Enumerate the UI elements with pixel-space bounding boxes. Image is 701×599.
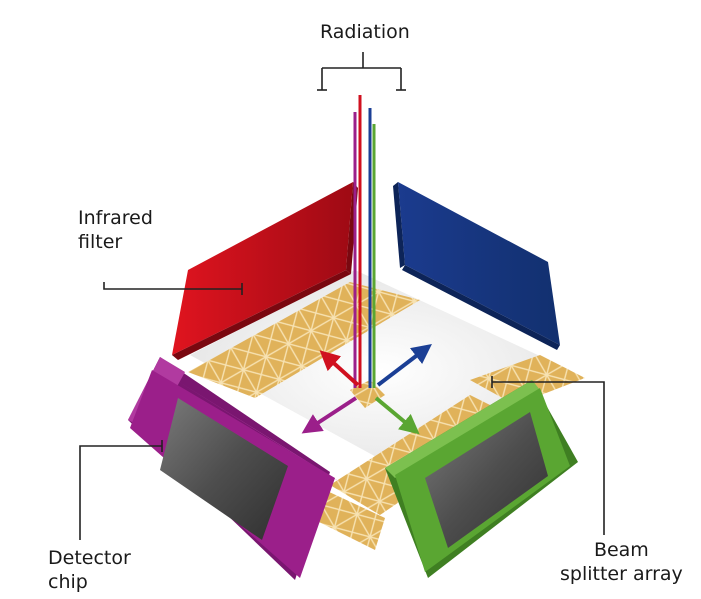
label-infrared-filter: Infrared filter: [78, 207, 153, 253]
label-beam-splitter: Beam splitter array: [560, 539, 683, 585]
detector-chip-housing: [128, 357, 345, 580]
arrow-green-icon: [374, 396, 420, 435]
label-detector-chip: Detector chip: [48, 547, 131, 593]
arrow-purple-icon: [301, 396, 358, 434]
label-radiation: Radiation: [320, 21, 410, 43]
green-detector-housing: [385, 380, 578, 578]
arrow-blue-icon: [376, 343, 432, 387]
blue-filter: [393, 182, 560, 350]
leader-detector-chip: [79, 440, 163, 540]
beam-splitter-row-back-left: [188, 282, 420, 398]
leader-beam-splitter: [491, 376, 605, 535]
detector-chip: [160, 398, 288, 540]
beam-splitter-row-bottom: [315, 490, 385, 550]
radiation-bracket: [317, 52, 406, 91]
beam-splitter-row-front-right: [470, 355, 585, 405]
green-detector-chip: [425, 412, 548, 548]
leader-infrared-filter: [103, 282, 243, 295]
arrow-red-icon: [319, 350, 360, 387]
